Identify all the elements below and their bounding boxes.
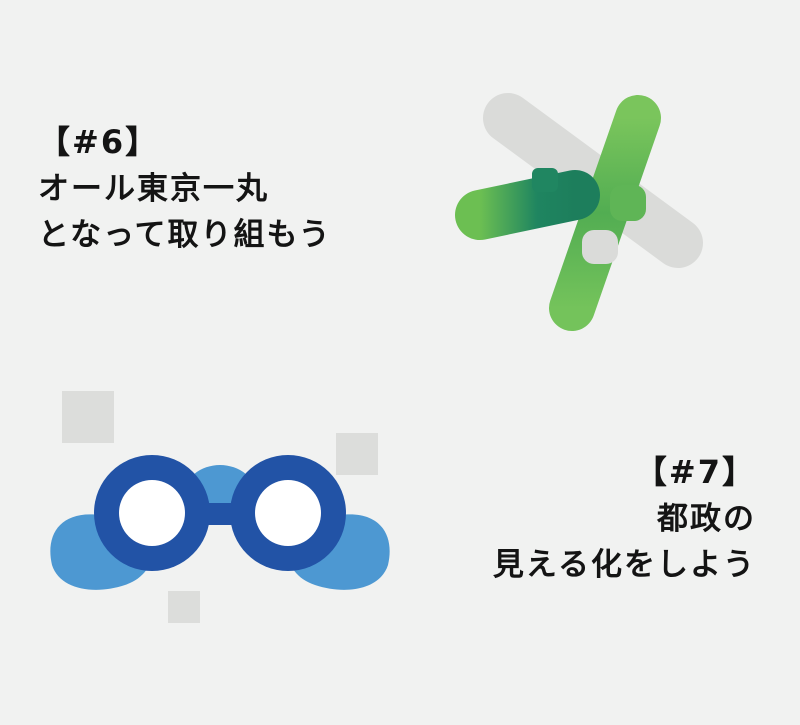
section-6-line-2: となって取り組もう: [38, 217, 332, 253]
section-6-number: 【#6】: [38, 123, 160, 161]
section-7-line-2: 見える化をしよう: [492, 547, 756, 583]
section-7: 【#7】 都政の 見える化をしよう: [493, 448, 756, 588]
section-6: 【#6】 オール東京一丸 となって取り組もう: [38, 118, 332, 258]
section-7-line-1: 都政の: [657, 501, 756, 537]
binoculars-icon: [50, 391, 390, 623]
section-6-line-1: オール東京一丸: [38, 171, 269, 207]
section-7-number: 【#7】: [634, 453, 756, 491]
cross-hands-icon: [455, 93, 703, 331]
